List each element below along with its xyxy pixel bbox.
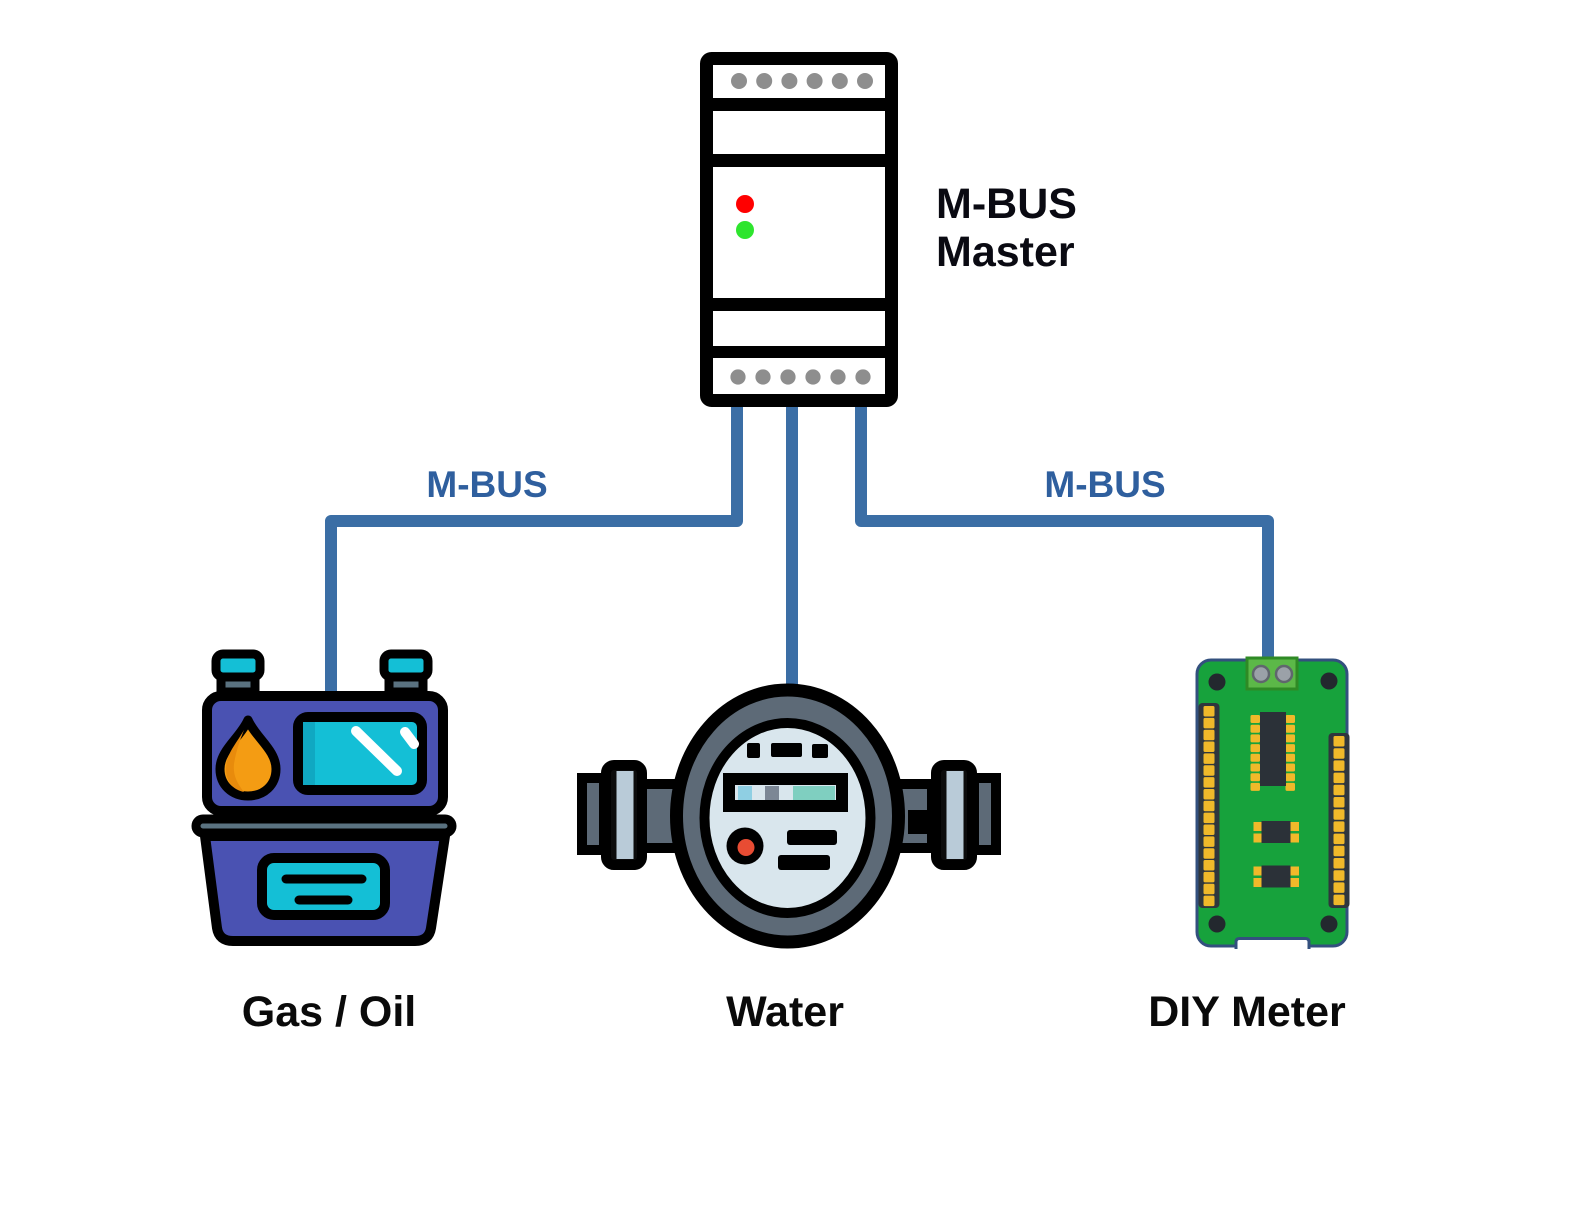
pcb-header-strip-right	[1328, 733, 1350, 908]
led-red	[736, 195, 754, 213]
smd-component-2	[1261, 865, 1291, 888]
water-face-bar-2	[778, 855, 830, 870]
diy-meter-board-icon	[1195, 656, 1350, 949]
water-indicator-red-dot	[737, 839, 755, 856]
led-green	[736, 221, 754, 239]
terminal-dots-top	[731, 73, 873, 89]
pcb-pads-left	[1203, 706, 1215, 907]
master-divider-bar	[713, 346, 885, 358]
gas-screen-edge-shade	[303, 722, 315, 785]
master-module-body	[700, 52, 898, 407]
pcb-mounting-hole	[1320, 915, 1338, 933]
water-flange-strip-left	[616, 771, 634, 859]
smd-pad	[1253, 866, 1264, 876]
terminal-screw	[1251, 664, 1271, 684]
wire-left-mbus	[325, 398, 743, 705]
gas-screen-glare-small	[400, 727, 419, 749]
wire-right-mbus	[855, 398, 1274, 670]
terminal-screw	[1274, 664, 1294, 684]
ic-pins-right	[1285, 715, 1295, 791]
master-label-line1: M-BUS	[936, 180, 1077, 228]
master-divider-bar	[713, 298, 885, 311]
water-register-digit-teal	[793, 786, 835, 800]
pcb-mounting-hole	[1208, 915, 1226, 933]
gas-pipe-cap-left	[211, 649, 265, 682]
water-body-notch	[908, 810, 934, 834]
smd-pad	[1289, 866, 1299, 876]
water-register-digit-gray	[765, 786, 779, 800]
smd-pad	[1289, 822, 1299, 831]
water-pipe-end-left	[577, 773, 609, 855]
pcb-pads-right	[1333, 736, 1345, 906]
device-label-diy-meter: DIY Meter	[1148, 988, 1346, 1036]
ic-pins-left	[1250, 715, 1260, 791]
water-face-mark	[812, 744, 828, 758]
mbus-master-module	[700, 52, 898, 407]
master-label: M-BUS Master	[936, 180, 1077, 276]
water-face-bar-1	[787, 830, 837, 845]
ic-chip	[1260, 712, 1286, 786]
master-label-line2: Master	[936, 228, 1075, 276]
smd-pad	[1289, 878, 1299, 887]
terminal-dots-bottom	[730, 369, 871, 385]
bus-label-right: M-BUS	[1044, 464, 1166, 505]
smd-component-1	[1261, 821, 1291, 843]
pcb-mounting-hole	[1320, 672, 1338, 690]
device-label-water: Water	[726, 988, 844, 1036]
gas-counter-window	[257, 853, 390, 920]
smd-pad	[1253, 833, 1264, 843]
water-face-mark	[747, 743, 760, 758]
gas-oil-meter-icon	[191, 649, 457, 946]
master-divider-bar	[713, 98, 885, 111]
water-face-mark	[771, 743, 802, 757]
water-flange-strip-right	[946, 771, 964, 859]
pcb-mounting-hole	[1208, 673, 1226, 691]
water-register-digit-blue	[738, 786, 752, 800]
smd-pad	[1253, 822, 1264, 831]
gas-mid-band	[191, 814, 457, 838]
pcb-bottom-notch	[1234, 937, 1311, 949]
device-label-gas-oil: Gas / Oil	[241, 988, 417, 1036]
water-pipe-end-right	[969, 773, 1001, 855]
smd-pad	[1289, 833, 1299, 843]
water-meter-icon	[577, 683, 1001, 949]
smd-pad	[1253, 878, 1264, 887]
gas-screen-glare	[351, 726, 402, 776]
gas-flame-shade	[226, 730, 244, 792]
gas-pipe-cap-right	[379, 649, 433, 682]
master-divider-bar	[713, 154, 885, 167]
bus-label-left: M-BUS	[426, 464, 548, 505]
